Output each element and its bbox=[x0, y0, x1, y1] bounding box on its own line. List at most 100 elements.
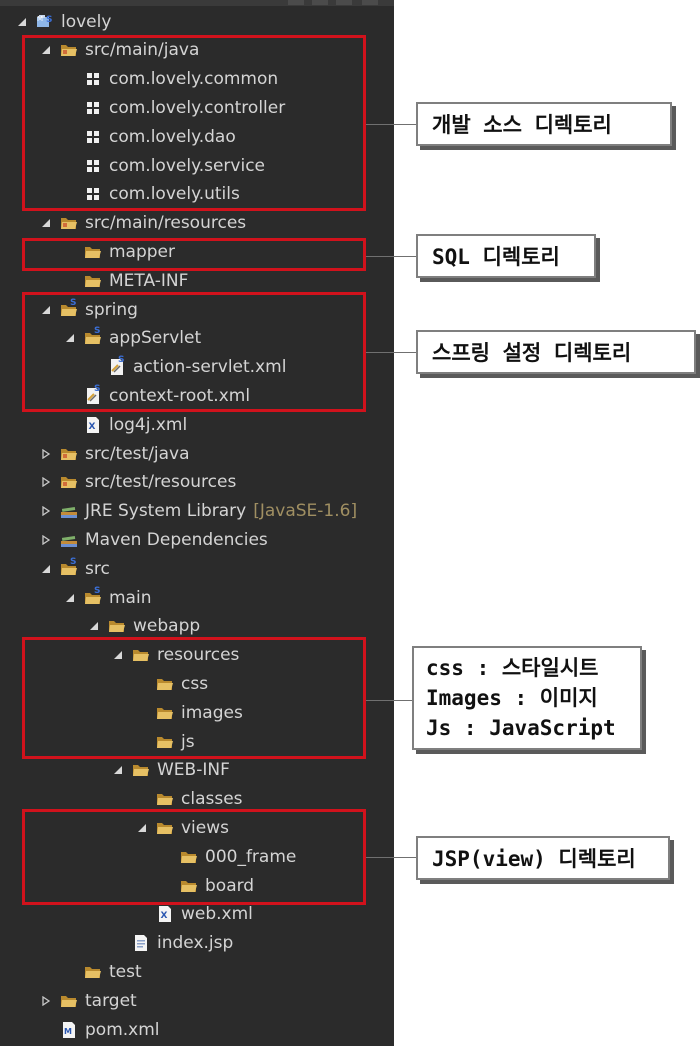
tree-item-label: action-servlet.xml bbox=[133, 357, 287, 378]
jsp-file-icon bbox=[132, 934, 150, 952]
highlight-jsp-views bbox=[22, 809, 366, 905]
expand-arrow-open-icon[interactable] bbox=[40, 563, 52, 575]
package-icon bbox=[84, 70, 102, 88]
svg-text:X: X bbox=[161, 911, 168, 921]
tree-item[interactable]: css bbox=[136, 669, 208, 698]
tree-item-label: resources bbox=[157, 645, 240, 666]
tree-item[interactable]: src/main/resources bbox=[40, 209, 246, 238]
toolbar-button[interactable] bbox=[312, 0, 328, 5]
expand-arrow-open-icon[interactable] bbox=[16, 16, 28, 28]
expand-arrow-closed-icon[interactable] bbox=[40, 448, 52, 460]
tree-item-label: webapp bbox=[133, 616, 201, 637]
tree-item[interactable]: 000_frame bbox=[160, 842, 296, 871]
tree-item[interactable]: Maven Dependencies bbox=[40, 525, 268, 554]
tree-item[interactable]: com.lovely.controller bbox=[64, 93, 285, 122]
tree-item-label: appServlet bbox=[109, 328, 202, 349]
tree-item[interactable]: com.lovely.common bbox=[64, 65, 278, 94]
spring-folder-icon: S bbox=[60, 298, 78, 319]
tree-item-label: css bbox=[181, 673, 209, 694]
callout-dev-source: 개발 소스 디렉토리 bbox=[416, 102, 672, 146]
tree-item[interactable]: com.lovely.dao bbox=[64, 122, 236, 151]
tree-item-label: src/test/resources bbox=[85, 472, 237, 493]
tree-indent-spacer bbox=[64, 275, 76, 287]
expand-arrow-open-icon[interactable] bbox=[136, 822, 148, 834]
expand-arrow-open-icon[interactable] bbox=[40, 44, 52, 56]
tree-item-label: 000_frame bbox=[205, 846, 297, 867]
toolbar-button[interactable] bbox=[288, 0, 304, 5]
expand-arrow-closed-icon[interactable] bbox=[40, 995, 52, 1007]
expand-arrow-closed-icon[interactable] bbox=[40, 476, 52, 488]
tree-item[interactable]: JRE System Library[JavaSE-1.6] bbox=[40, 497, 357, 526]
tree-item-label: Maven Dependencies bbox=[85, 529, 268, 550]
tree-item[interactable]: images bbox=[136, 698, 243, 727]
tree-item-label: log4j.xml bbox=[109, 414, 188, 435]
tree-item[interactable]: board bbox=[160, 871, 254, 900]
tree-item-label: views bbox=[181, 817, 230, 838]
connector-line bbox=[366, 700, 412, 701]
highlight-spring-config bbox=[22, 292, 366, 412]
tree-item-label: classes bbox=[181, 789, 243, 810]
toolbar-button[interactable] bbox=[336, 0, 352, 5]
tree-indent-spacer bbox=[40, 1024, 52, 1036]
tree-item[interactable]: classes bbox=[136, 785, 243, 814]
tree-item[interactable]: views bbox=[136, 813, 229, 842]
package-icon bbox=[84, 185, 102, 203]
package-icon bbox=[84, 99, 102, 117]
expand-arrow-open-icon[interactable] bbox=[40, 217, 52, 229]
tree-item[interactable]: src/main/java bbox=[40, 36, 199, 65]
tree-item[interactable]: META-INF bbox=[64, 266, 188, 295]
folder-open-icon bbox=[156, 733, 174, 751]
tree-item-label: com.lovely.service bbox=[109, 155, 266, 176]
tree-item[interactable]: js bbox=[136, 727, 195, 756]
folder-open-icon bbox=[84, 272, 102, 290]
expand-arrow-open-icon[interactable] bbox=[40, 304, 52, 316]
spring-folder-icon: S bbox=[60, 557, 78, 578]
tree-item[interactable]: com.lovely.service bbox=[64, 151, 265, 180]
tree-item[interactable]: com.lovely.utils bbox=[64, 180, 240, 209]
folder-open-icon bbox=[156, 704, 174, 722]
tree-indent-spacer bbox=[64, 419, 76, 431]
view-toolbar-strip bbox=[0, 0, 394, 6]
tree-item[interactable]: target bbox=[40, 986, 137, 1015]
toolbar-button[interactable] bbox=[362, 0, 378, 5]
expand-arrow-open-icon[interactable] bbox=[64, 332, 76, 344]
tree-item[interactable]: src/test/java bbox=[40, 439, 190, 468]
expand-arrow-closed-icon[interactable] bbox=[40, 505, 52, 517]
tree-item[interactable]: src/test/resources bbox=[40, 468, 236, 497]
expand-arrow-open-icon[interactable] bbox=[64, 592, 76, 604]
tree-item-label: index.jsp bbox=[157, 933, 234, 954]
tree-item[interactable]: WEB-INF bbox=[112, 756, 230, 785]
expand-arrow-closed-icon[interactable] bbox=[40, 534, 52, 546]
tree-item-label: lovely bbox=[61, 11, 112, 32]
folder-open-icon bbox=[132, 646, 150, 664]
tree-item[interactable]: test bbox=[64, 957, 142, 986]
expand-arrow-open-icon[interactable] bbox=[88, 620, 100, 632]
folder-open-icon bbox=[180, 877, 198, 895]
spring-xml-icon: S bbox=[84, 384, 102, 405]
tree-item-label: com.lovely.common bbox=[109, 69, 279, 90]
tree-indent-spacer bbox=[112, 937, 124, 949]
expand-arrow-open-icon[interactable] bbox=[112, 649, 124, 661]
expand-arrow-open-icon[interactable] bbox=[112, 764, 124, 776]
tree-item[interactable]: webapp bbox=[88, 612, 200, 641]
source-folder-icon bbox=[60, 445, 78, 463]
tree-item[interactable]: resources bbox=[112, 641, 239, 670]
tree-item-label: src bbox=[85, 558, 110, 579]
library-icon bbox=[60, 502, 78, 520]
svg-text:X: X bbox=[89, 422, 96, 432]
tree-indent-spacer bbox=[136, 908, 148, 920]
tree-item[interactable]: mapper bbox=[64, 237, 175, 266]
folder-open-icon bbox=[84, 243, 102, 261]
tree-item[interactable]: index.jsp bbox=[112, 929, 233, 958]
